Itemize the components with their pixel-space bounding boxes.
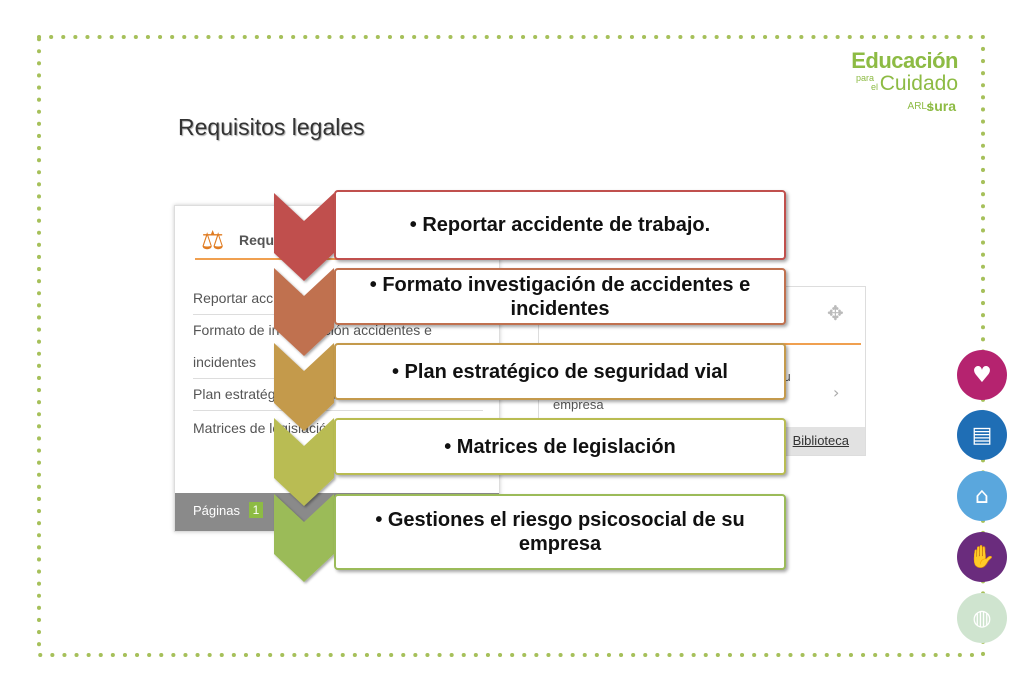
chevron-right-icon: › <box>833 383 840 402</box>
logo-para: para <box>855 73 874 83</box>
page-title: Requisitos legales <box>178 114 365 140</box>
logo-el: el <box>870 82 878 92</box>
pages-label: Páginas <box>193 503 240 518</box>
chevron-arrow <box>274 193 334 281</box>
process-step-2: • Formato investigación de accidentes e … <box>334 268 786 325</box>
heart-icon[interactable]: ♥ <box>957 350 1007 400</box>
process-step-5: • Gestiones el riesgo psicosocial de su … <box>334 494 786 570</box>
handshake-icon[interactable]: ✋ <box>957 532 1007 582</box>
scale-icon: ⚖ <box>201 226 225 256</box>
logo-sura: sura <box>926 98 956 114</box>
logo-educacion: Educación <box>851 48 958 73</box>
divider <box>193 410 483 411</box>
process-step-1: • Reportar accidente de trabajo. <box>334 190 786 260</box>
factory-icon[interactable]: ⌂ <box>957 471 1007 521</box>
biblioteca-link: Biblioteca <box>792 433 849 448</box>
chevron-arrow <box>274 268 334 356</box>
chevron-arrow <box>274 494 334 582</box>
chevron-arrow <box>274 343 334 431</box>
panel-text: empresa <box>553 397 604 412</box>
globe-icon[interactable]: ◍ <box>957 593 1007 643</box>
educacion-para-el-cuidado-logo: Educación para el Cuidado ARL | sura <box>838 48 958 122</box>
logo-arl: ARL | <box>907 101 932 112</box>
dotted-frame <box>36 34 986 658</box>
page-number: 1 <box>249 502 263 518</box>
process-step-3: • Plan estratégico de seguridad vial <box>334 343 786 400</box>
process-step-4: • Matrices de legislación <box>334 418 786 475</box>
move-icon: ✥ <box>827 301 844 325</box>
chevron-arrow <box>274 418 334 506</box>
notebook-icon[interactable]: ▤ <box>957 410 1007 460</box>
panel-row: incidentes <box>193 354 257 370</box>
logo-cuidado: Cuidado <box>879 72 958 95</box>
